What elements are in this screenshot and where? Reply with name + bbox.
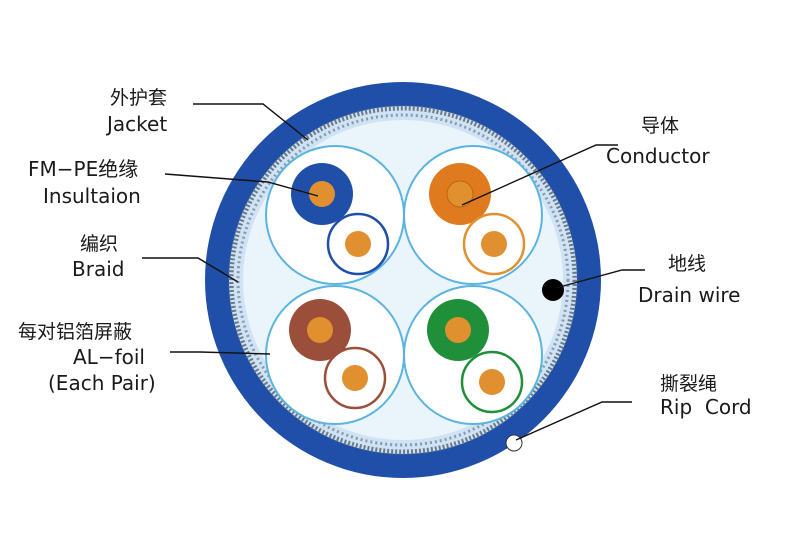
label-insulation-cn: FM−PE绝缘 xyxy=(28,157,138,181)
conductor-green xyxy=(445,317,471,343)
conductor-orange-white xyxy=(481,231,507,257)
label-jacket-en: Jacket xyxy=(105,112,167,136)
leader-jacket xyxy=(193,103,309,141)
label-rip-en: Rip Cord xyxy=(660,395,752,419)
leader-conductor xyxy=(461,144,618,206)
braid-pattern-inner xyxy=(236,113,570,447)
drain-wire xyxy=(542,279,564,301)
label-drain-en: Drain wire xyxy=(638,283,740,307)
label-foil-cn: 每对铝箔屏蔽 xyxy=(18,321,132,343)
rip-cord xyxy=(505,434,523,452)
conductor-blue xyxy=(309,181,335,207)
conductor-blue-white xyxy=(345,231,371,257)
conductor-brown-white xyxy=(342,365,368,391)
label-foil-en: AL−foil xyxy=(73,345,145,369)
label-braid-cn: 编织 xyxy=(80,233,118,255)
label-conductor-cn: 导体 xyxy=(641,115,679,137)
leader-braid xyxy=(142,257,239,283)
leader-foil xyxy=(170,351,271,355)
label-insulation-en: Insultaion xyxy=(43,184,141,208)
leader-insulation xyxy=(164,173,319,197)
conductor-orange xyxy=(446,180,474,208)
label-jacket-cn: 外护套 xyxy=(110,87,167,109)
label-foil-en2: (Each Pair) xyxy=(48,371,156,395)
label-drain-cn: 地线 xyxy=(668,253,706,275)
conductor-green-white xyxy=(479,369,505,395)
leader-rip-cord xyxy=(515,401,632,441)
leader-drain xyxy=(555,269,645,289)
conductor-brown xyxy=(307,317,333,343)
label-rip-cn: 撕裂绳 xyxy=(660,373,717,395)
braid-pattern-outer xyxy=(228,105,578,455)
label-braid-en: Braid xyxy=(72,257,124,281)
label-conductor-en: Conductor xyxy=(606,144,710,168)
